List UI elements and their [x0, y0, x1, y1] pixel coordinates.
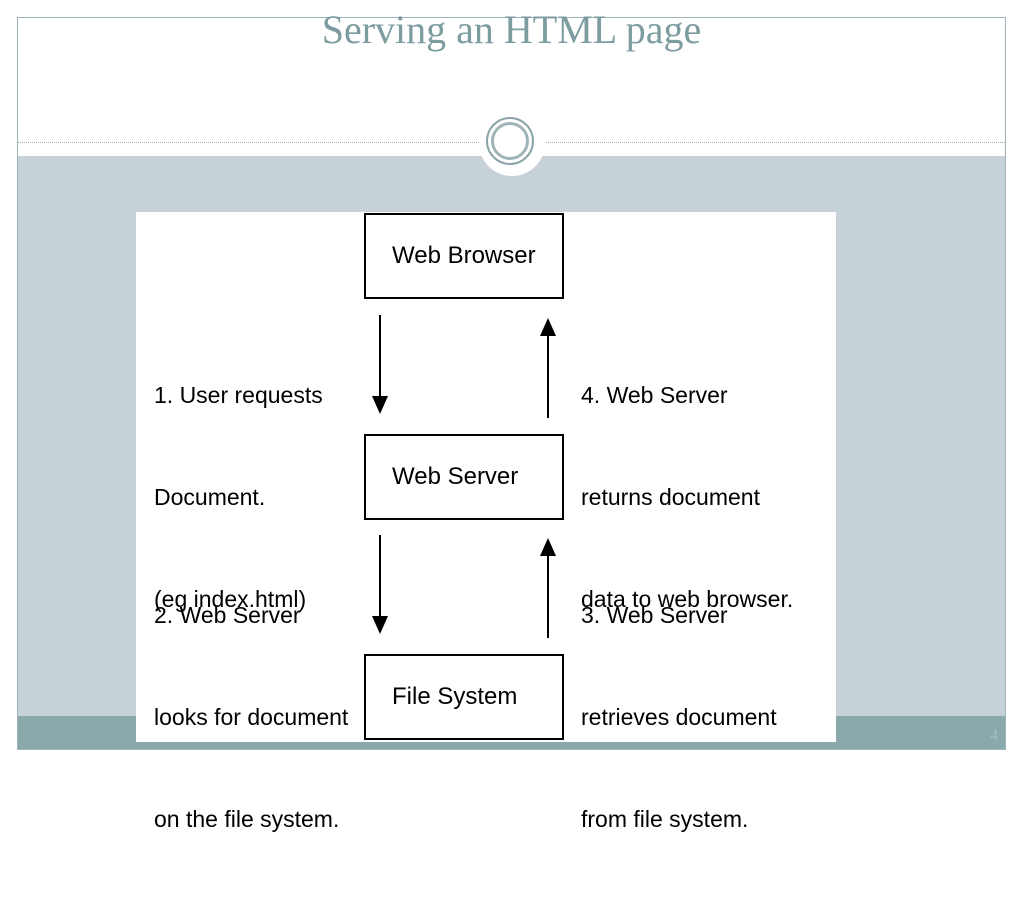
step-1-text: 1. User requests Document. (eg index.htm…: [154, 310, 323, 684]
step-1-line-2: Document.: [154, 484, 266, 510]
step-3-line-2: retrieves document: [581, 704, 777, 730]
step-4-line-3: data to web browser.: [581, 586, 794, 612]
step-4-text: 4. Web Server returns document data to w…: [581, 310, 793, 684]
web-browser-box: Web Browser: [364, 213, 564, 299]
page-number: 4: [990, 727, 998, 744]
step-4-line-1: 4. Web Server: [581, 382, 728, 408]
flow-arrows: [372, 315, 556, 638]
file-system-box: File System: [364, 654, 564, 740]
step-3-line-3: from file system.: [581, 806, 749, 832]
step-2-line-3: on the file system.: [154, 806, 340, 832]
arrow-up-icon: [540, 318, 556, 336]
web-server-label: Web Server: [392, 463, 519, 490]
web-server-box: Web Server: [364, 434, 564, 520]
arrow-down-icon: [372, 616, 388, 634]
step-3-line-1: 3. Web Server: [581, 602, 728, 628]
step-2-line-1: 2. Web Server: [154, 602, 301, 628]
slide-title: Serving an HTML page: [321, 7, 702, 52]
step-1-line-1: 1. User requests: [154, 382, 323, 408]
ornament-inner-ring: [491, 122, 529, 160]
arrow-up-icon: [540, 538, 556, 556]
step-1-line-3: (eg index.html): [154, 586, 307, 612]
file-system-label: File System: [392, 683, 518, 710]
step-4-line-2: returns document: [581, 484, 760, 510]
step-2-line-2: looks for document: [154, 704, 349, 730]
arrow-down-icon: [372, 396, 388, 414]
web-browser-label: Web Browser: [392, 242, 536, 269]
http-flow-diagram: Web Browser Web Server File System 1. Us…: [136, 212, 836, 832]
